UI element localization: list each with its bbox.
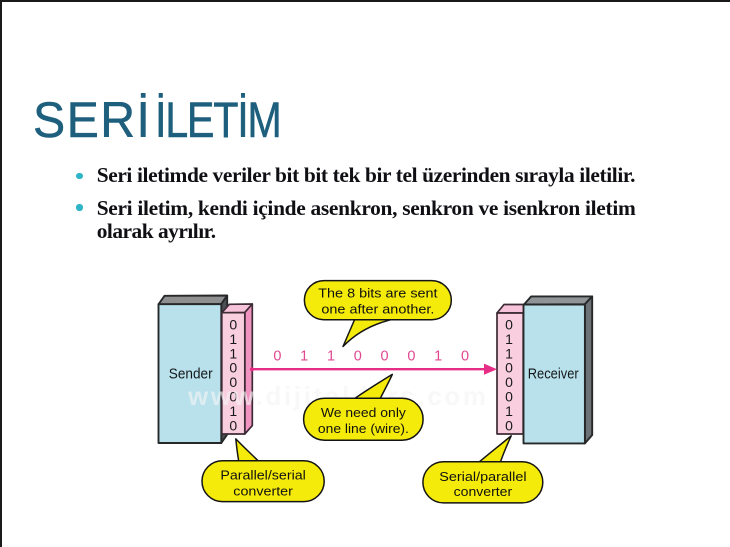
svg-text:one after another.: one after another.: [321, 301, 434, 316]
svg-text:0: 0: [505, 389, 513, 405]
svg-text:1: 1: [505, 403, 513, 419]
svg-text:0: 0: [229, 374, 237, 390]
svg-text:Sender: Sender: [169, 366, 213, 383]
svg-text:0: 0: [229, 417, 237, 433]
svg-text:1: 1: [505, 331, 513, 347]
svg-text:Receiver: Receiver: [528, 366, 579, 383]
svg-text:We need only: We need only: [321, 405, 407, 420]
svg-text:0: 0: [229, 317, 237, 333]
svg-text:converter: converter: [233, 484, 293, 499]
svg-text:0: 0: [229, 360, 237, 376]
svg-text:0: 0: [505, 374, 513, 390]
svg-text:Serial/parallel: Serial/parallel: [439, 469, 526, 484]
svg-text:1: 1: [229, 345, 237, 361]
svg-text:one line (wire).: one line (wire).: [318, 421, 409, 436]
svg-text:0: 0: [505, 317, 513, 333]
svg-text:0: 0: [229, 389, 237, 405]
svg-text:0: 0: [407, 349, 415, 365]
svg-text:0: 0: [505, 417, 513, 433]
svg-text:1: 1: [327, 349, 335, 365]
svg-text:1: 1: [300, 349, 308, 365]
svg-text:0: 0: [381, 349, 389, 365]
svg-text:Parallel/serial: Parallel/serial: [220, 468, 306, 483]
svg-text:converter: converter: [454, 484, 513, 499]
svg-text:0: 0: [354, 349, 362, 365]
svg-text:0: 0: [461, 349, 469, 365]
svg-text:0: 0: [273, 349, 281, 365]
svg-text:The 8 bits are sent: The 8 bits are sent: [318, 286, 438, 301]
svg-text:1: 1: [229, 403, 237, 419]
svg-text:1: 1: [505, 345, 513, 361]
svg-text:1: 1: [434, 349, 442, 365]
svg-text:1: 1: [229, 331, 237, 347]
svg-text:0: 0: [505, 360, 513, 376]
